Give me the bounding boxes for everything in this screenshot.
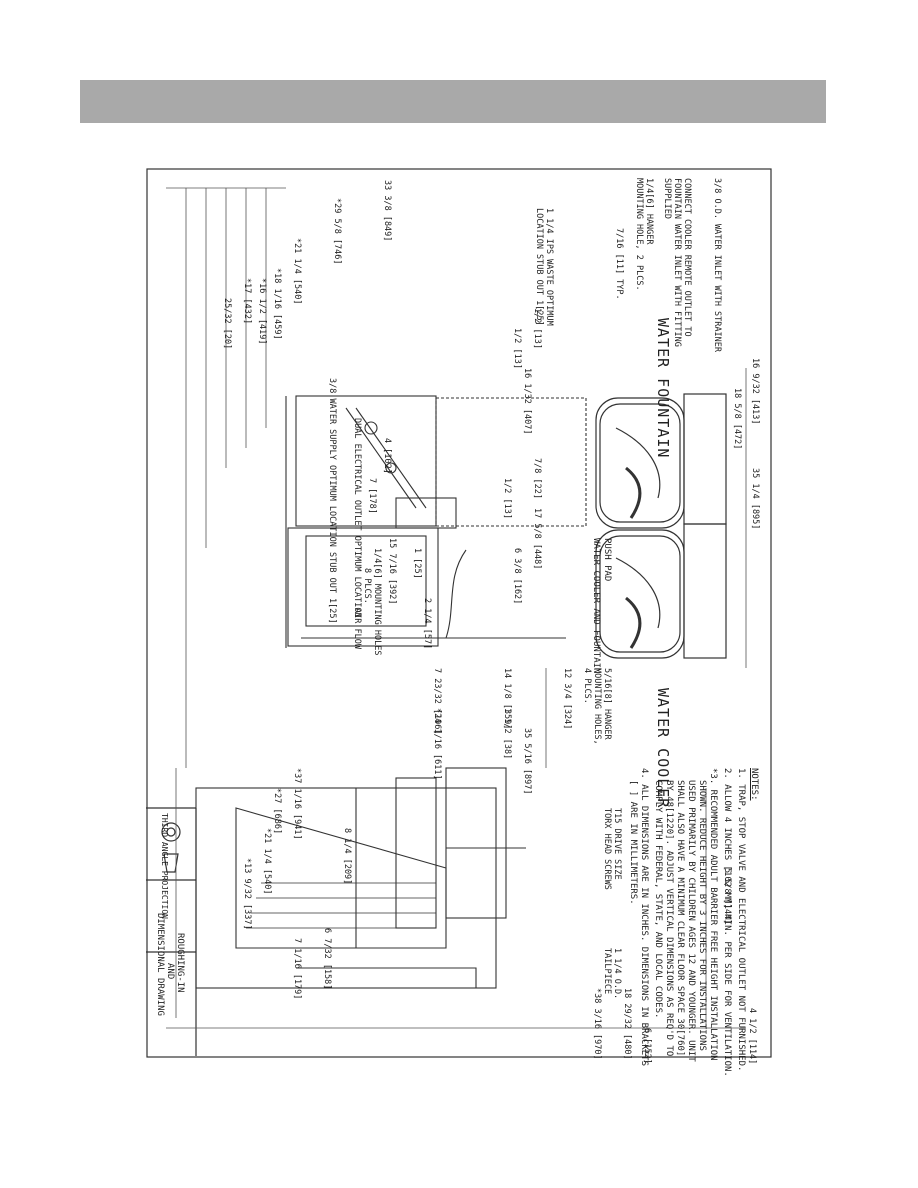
dim-label: 7/8 [22] [532, 458, 542, 499]
dim-label: 17 5/8 [448] [532, 508, 542, 570]
dim-label: *24 1/16 [611] [432, 708, 442, 780]
label-waste: 1 1/4 IPS WASTE OPTIMUM [544, 208, 554, 326]
dim-label: *13 9/32 [337] [242, 858, 252, 930]
label-push-pad: PUSH PAD [602, 538, 612, 582]
note-line: USED PRIMARILY BY CHILDREN AGES 12 AND Y… [686, 780, 696, 1062]
title-block-title: ROUGHING-IN [175, 933, 185, 993]
dim-label: 5 5/8 [144] [722, 868, 732, 925]
dim-label: 8 1/4 [209] [342, 828, 352, 885]
note-line: SHALL ALSO HAVE A MINIMUM CLEAR FLOOR SP… [675, 780, 685, 1057]
dim-label: 35 5/16 [897] [522, 728, 532, 795]
dim-label: 1 [25] [412, 548, 422, 579]
dim-label: 6 3/8 [162] [512, 548, 522, 605]
label-water-inlet: 3/8 O.D. WATER INLET WITH STRAINER [712, 178, 722, 352]
dim-label: *17 [432] [242, 278, 252, 325]
dim-label: 25/32 [20] [222, 298, 232, 350]
label-water-fountain: WATER FOUNTAIN [654, 318, 672, 459]
dim-label: 15 7/16 [392] [387, 538, 397, 605]
header-band [80, 80, 826, 123]
label-tailpiece: TAILPIECE [602, 948, 612, 995]
label-hanger-holes: 5/16[8] HANGER [602, 668, 612, 740]
dim-label: 35 1/4 [895] [750, 468, 760, 530]
dim-label: 18 5/8 [472] [732, 388, 742, 450]
label-water-supply: 3/8 WATER SUPPLY OPTIMUM LOCATION STUB O… [327, 378, 337, 624]
dim-label: 2 1/4 [57] [422, 598, 432, 650]
dim-label: *29 5/8 [746] [332, 198, 342, 265]
label-mounting-holes: 1/4[6] MOUNTING HOLES [372, 548, 382, 656]
dim-label: *37 1/16 [941] [292, 768, 302, 840]
dim-label: 7 1/16 [179] [292, 938, 302, 1000]
dim-label: 1/2 [13] [532, 308, 542, 349]
label-mounting-holes: 8 PLCS. [362, 568, 372, 604]
title-block-projection: THIRD ANGLE PROJECTION [160, 813, 169, 919]
dim-label: 4 1/2 [114] [747, 1008, 757, 1065]
side-view [195, 767, 526, 989]
dim-label: 16 9/32 [413] [750, 358, 760, 425]
note-line: BY 48[1220]. ADJUST VERTICAL DIMENSIONS … [664, 780, 674, 1057]
dim-label: *21 1/4 [540] [292, 238, 302, 305]
drawing-border [146, 168, 772, 1058]
label-hanger-holes: MOUNTING HOLES, [592, 668, 602, 745]
note-line: 1. TRAP, STOP VALVE AND ELECTRICAL OUTLE… [736, 768, 746, 1072]
label-tailpiece: 1 1/4 O.D. [612, 948, 622, 1000]
dim-label: 6 7/32 [158] [322, 928, 332, 990]
dim-label: *16 1/2 [419] [257, 278, 267, 345]
notes-title: NOTES: [749, 768, 759, 801]
label-typ: 7/16 [11] TYP. [614, 228, 624, 300]
dim-label: 1 1/2 [38] [502, 708, 512, 760]
dim-label: 16 1/32 [407] [522, 368, 532, 435]
dim-label: 6 [152] [642, 1028, 652, 1064]
note-line: COMPLY WITH FEDERAL, STATE, AND LOCAL CO… [653, 780, 663, 1019]
label-hanger: MOUNTING HOLE, 2 PLCS. [634, 178, 644, 291]
dim-label: 7 [178] [367, 478, 377, 514]
note-line: *3. RECOMMENDED ADULT BARRIER FREE HEIGH… [708, 768, 718, 1061]
label-connect: FOUNTAIN WATER INLET WITH FITTING [672, 178, 682, 347]
cooler-front-view [595, 523, 727, 659]
dimension-lines [166, 187, 747, 1029]
label-torx: T15 DRIVE SIZE [612, 808, 622, 880]
dim-label: 33 3/8 [849] [382, 180, 392, 242]
plan-view [285, 395, 587, 648]
note-line: [ ] ARE IN MILLIMETERS. [628, 780, 638, 905]
dim-label: *27 [686] [272, 788, 282, 835]
label-hanger: 1/4[6] HANGER [644, 178, 654, 245]
label-connect: SUPPLIED [662, 178, 672, 219]
dim-label: 4 [102] [382, 438, 392, 474]
label-water-cooler: WATER COOLER [654, 688, 672, 809]
dim-label: *18 1/16 [459] [272, 268, 282, 340]
dim-label: *38 3/16 [970] [592, 988, 602, 1060]
label-air-flow: AIR FLOW [352, 608, 362, 649]
note-line: SHOWN. REDUCE HEIGHT BY 3 INCHES FOR INS… [697, 780, 707, 1051]
label-push-pad-2: WATER COOLER AND FOUNTAIN [591, 538, 601, 674]
rotated-annotation-layer: NOTES: 1. TRAP, STOP VALVE AND ELECTRICA… [146, 168, 772, 1077]
dim-label: 12 3/4 [324] [562, 668, 572, 730]
dim-label: *21 1/4 [540] [262, 828, 272, 895]
title-block-title: AND [165, 963, 175, 980]
label-connect: CONNECT COOLER REMOTE OUTLET TO [682, 178, 692, 337]
drawing-linework [146, 168, 772, 1058]
title-block-title: DIMENSIONAL DRAWING [155, 913, 165, 1016]
projection-symbol [161, 822, 181, 842]
label-dual-outlet: DUAL ELECTRICAL OUTLET OPTIMUM LOCATION [352, 418, 362, 618]
dim-label: 1/2 [13] [502, 478, 512, 519]
dim-label: 1/2 [13] [512, 328, 522, 369]
roughing-in-drawing: NOTES: 1. TRAP, STOP VALVE AND ELECTRICA… [146, 168, 772, 1077]
label-torx: TORX HEAD SCREWS [602, 808, 612, 890]
dim-label: 18 29/32 [480] [622, 988, 632, 1060]
label-hanger-holes: 4 PLCS. [582, 668, 592, 704]
note-line: 4. ALL DIMENSIONS ARE IN INCHES. DIMENSI… [639, 768, 649, 1067]
